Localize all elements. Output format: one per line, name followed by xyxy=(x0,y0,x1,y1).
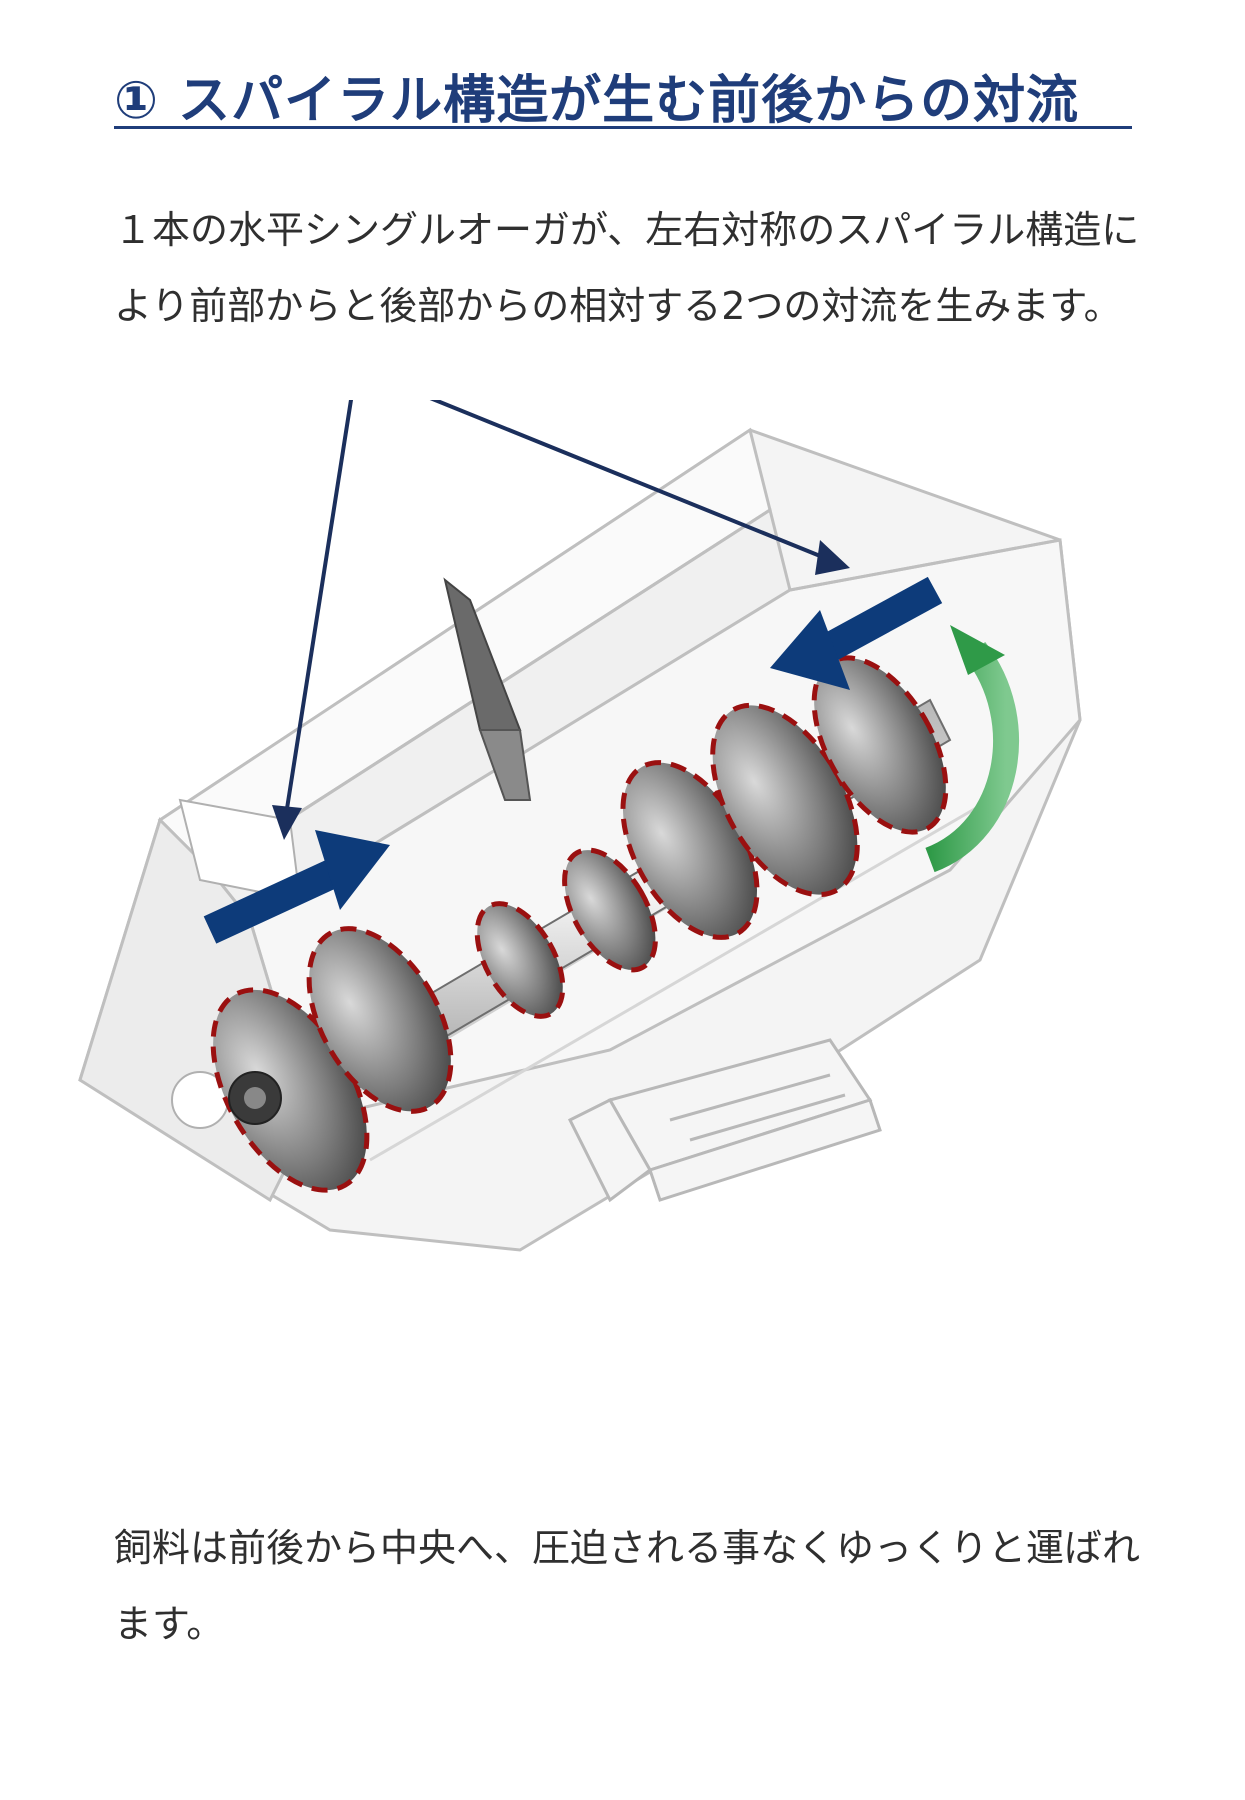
auger-mixer-diagram xyxy=(78,400,1082,1252)
flow-arrow-rear xyxy=(770,576,943,690)
rotation-arrow xyxy=(924,625,1019,873)
section-heading: ① スパイラル構造が生む前後からの対流 xyxy=(114,71,1080,131)
flow-arrow-front xyxy=(203,830,390,944)
callout-arrowheads xyxy=(272,540,850,840)
scraper-blade xyxy=(443,577,532,801)
heading-underline xyxy=(114,126,1132,129)
side-window xyxy=(171,798,302,1129)
auger-hub xyxy=(228,1071,282,1125)
spiral-flights xyxy=(210,655,949,1193)
discharge-chute xyxy=(567,1038,882,1203)
intro-paragraph: １本の水平シングルオーガが、左右対称のスパイラル構造により前部からと後部からの相… xyxy=(114,208,1140,328)
callout-lines xyxy=(284,400,831,816)
outro-paragraph: 飼料は前後から中央へ、圧迫される事なくゆっくりと運ばれます。 xyxy=(114,1526,1141,1646)
